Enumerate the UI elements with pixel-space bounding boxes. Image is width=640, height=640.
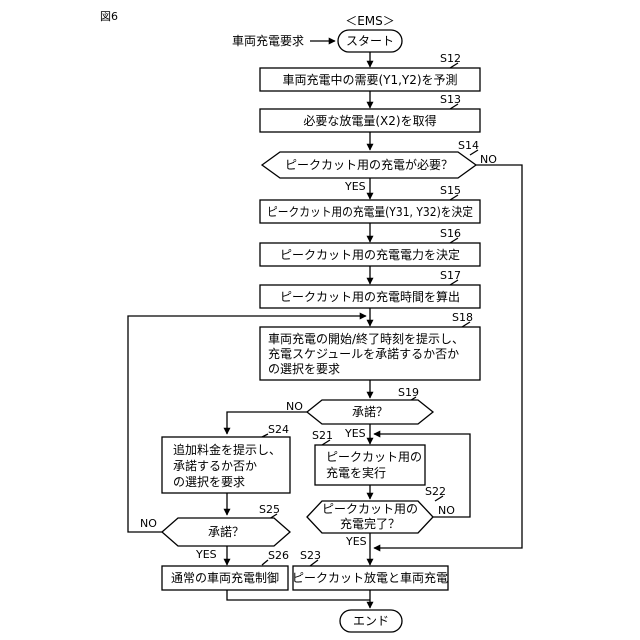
process-text-s13: 必要な放電量(X2)を取得 <box>303 113 436 128</box>
process-line-s18-1: 車両充電の開始/終了時刻を提示し、 <box>268 331 464 346</box>
step-id-s24: S24 <box>268 423 289 436</box>
decision-text-s19: 承諾？ <box>352 404 388 419</box>
process-text-s26: 通常の車両充電制御 <box>171 570 279 585</box>
branch-yes-s14: YES <box>344 180 366 193</box>
no-path-s19 <box>227 412 307 434</box>
process-text-s23: ピークカット放電と車両充電 <box>292 570 448 585</box>
branch-yes-s19: YES <box>344 427 366 440</box>
start-label: スタート <box>346 34 394 48</box>
branch-no-s22: NO <box>438 504 455 517</box>
trigger-label: 車両充電要求 <box>232 33 304 48</box>
branch-no-s14: NO <box>480 153 497 166</box>
process-text-s12: 車両充電中の需要(Y1,Y2)を予測 <box>282 72 457 87</box>
process-line-s18-2: 充電スケジュールを承諾するか否か <box>268 346 459 361</box>
decision-text-s25: 承諾？ <box>208 524 244 539</box>
figure-label: 図6 <box>100 10 118 23</box>
decision-line-s22-2: 充電完了？ <box>340 516 400 531</box>
process-text-s16: ピークカット用の充電電力を決定 <box>280 247 460 262</box>
decision-text-s14: ピークカット用の充電が必要？ <box>285 157 453 172</box>
process-line-s18-3: の選択を要求 <box>268 362 340 376</box>
process-line-s24-3: の選択を要求 <box>173 475 245 489</box>
process-line-s21-1: ピークカット用の <box>326 450 422 464</box>
process-line-s24-1: 追加料金を提示し、 <box>173 442 281 457</box>
process-text-s17: ピークカット用の充電時間を算出 <box>280 289 460 304</box>
branch-yes-s25: YES <box>195 548 217 561</box>
ems-label: ＜EMS＞ <box>345 14 395 28</box>
process-line-s24-2: 承諾するか否か <box>173 458 257 473</box>
merge-path-s26 <box>227 590 370 600</box>
end-label: エンド <box>353 614 389 628</box>
process-line-s21-2: 充電を実行 <box>326 465 386 480</box>
branch-no-s25: NO <box>140 517 157 530</box>
decision-line-s22-1: ピークカット用の <box>322 502 418 516</box>
step-id-s26: S26 <box>268 549 289 562</box>
branch-yes-s22: YES <box>345 535 367 548</box>
step-id-s14: S14 <box>458 139 479 152</box>
branch-no-s19: NO <box>286 400 303 413</box>
process-text-s15: ピークカット用の充電量(Y31, Y32)を決定 <box>267 204 473 219</box>
